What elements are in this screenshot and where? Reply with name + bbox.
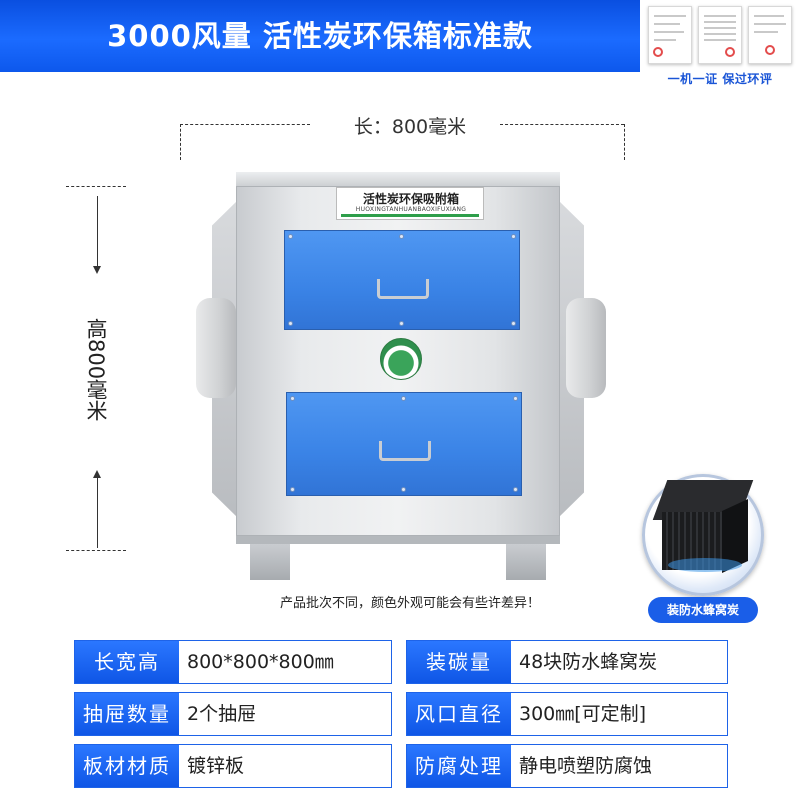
spec-key: 板材材质 (75, 745, 179, 787)
spec-key: 长宽高 (75, 641, 179, 683)
certificate-area: 一机一证 保过环评 (640, 0, 800, 92)
certificate-image-1 (648, 6, 692, 64)
disclaimer-text: 产品批次不同，颜色外观可能会有些许差异！ (279, 596, 540, 611)
box-leg-left (250, 544, 290, 580)
spec-key: 防腐处理 (407, 745, 511, 787)
spec-row-anticorrosion: 防腐处理 静电喷塑防腐蚀 (406, 744, 728, 788)
width-dimension-line-right (500, 124, 624, 125)
spec-row-carbon-load: 装碳量 48块防水蜂窝炭 (406, 640, 728, 684)
drawer-handle-icon (377, 279, 429, 299)
nameplate-title: 活性炭环保吸附箱 (362, 192, 459, 206)
spec-row-duct-diameter: 风口直径 300㎜[可定制] (406, 692, 728, 736)
width-dimension-line-left (180, 124, 310, 125)
height-dimension-line-bottom (66, 550, 126, 551)
spec-value: 镀锌板 (187, 755, 245, 777)
drawer-handle-icon (379, 441, 431, 461)
spec-key: 风口直径 (407, 693, 511, 735)
left-air-duct (196, 298, 236, 398)
spec-value: 2个抽屉 (187, 703, 257, 725)
spec-value: 800*800*800㎜ (187, 651, 334, 673)
height-dimension-label: 高800毫米 (84, 318, 108, 422)
spec-row-drawers: 抽屉数量 2个抽屉 (74, 692, 392, 736)
drawer-bottom (286, 392, 522, 496)
product-nameplate: 活性炭环保吸附箱 HUOXINGTANHUANBAOXIFUXIANG (336, 187, 484, 220)
width-dimension-label: 长：800毫米 (353, 116, 467, 138)
nameplate-subtitle: HUOXINGTANHUANBAOXIFUXIANG (355, 206, 467, 213)
box-base (236, 536, 560, 544)
red-seal-icon (653, 47, 663, 57)
height-dimension-line-top (66, 186, 126, 187)
arrow-up-icon (93, 470, 101, 478)
certificate-caption: 一机一证 保过环评 (667, 72, 773, 86)
eco-label-logo (380, 338, 422, 380)
arrow-down-icon (93, 266, 101, 274)
box-top-panel (236, 172, 560, 186)
spec-value: 48块防水蜂窝炭 (519, 651, 658, 673)
page-title: 3000风量 活性炭环保箱标准款 (107, 19, 533, 53)
width-dimension-tick-left (180, 124, 181, 160)
height-arrow-shaft-top (97, 196, 98, 270)
red-seal-icon (765, 45, 775, 55)
spec-value: 静电喷塑防腐蚀 (519, 755, 653, 777)
spec-key: 装碳量 (407, 641, 511, 683)
certificate-image-3 (748, 6, 792, 64)
spec-value: 300㎜[可定制] (519, 703, 647, 725)
water-splash-icon (668, 558, 742, 572)
right-air-duct (566, 298, 606, 398)
height-arrow-shaft-bottom (97, 478, 98, 548)
spec-row-dimensions: 长宽高 800*800*800㎜ (74, 640, 392, 684)
width-dimension-tick-right (624, 124, 625, 160)
red-seal-icon (725, 47, 735, 57)
box-leg-right (506, 544, 546, 580)
certificate-image-2 (698, 6, 742, 64)
spec-key: 抽屉数量 (75, 693, 179, 735)
spec-row-material: 板材材质 镀锌板 (74, 744, 392, 788)
nameplate-green-bar (341, 214, 479, 217)
drawer-top (284, 230, 520, 330)
product-image: 活性炭环保吸附箱 HUOXINGTANHUANBAOXIFUXIANG (196, 172, 606, 580)
badge-label: 装防水蜂窝炭 (648, 597, 758, 623)
